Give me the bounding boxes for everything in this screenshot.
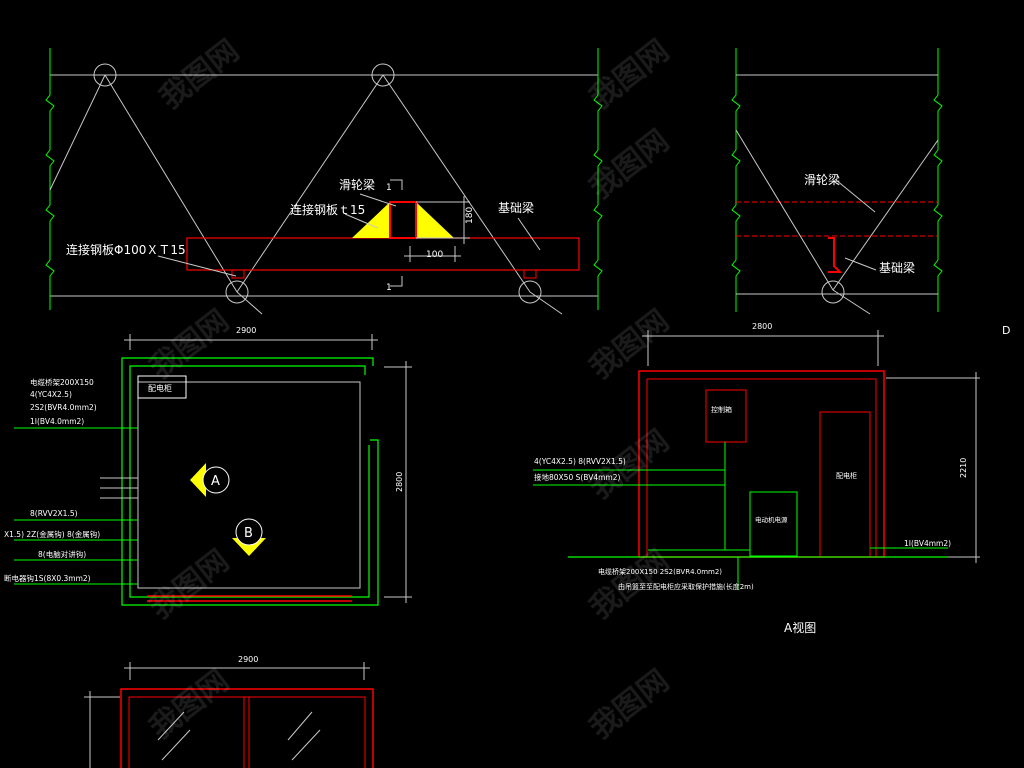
left-break-line (45, 48, 55, 310)
plan-width-dim: 2900 (236, 326, 256, 335)
plan-label-bvr: 2S2(BVR4.0mm2) (30, 403, 97, 412)
panel-label: 配电柜 (148, 383, 172, 393)
elev-label-3: 1I(BV4mm2) (904, 539, 951, 548)
top-detail-labels: 滑轮梁 连接钢板ｔ15 基础梁 连接钢板Φ100ＸＴ15 180 100 1 1 (66, 177, 534, 293)
truss-node (518, 280, 542, 304)
elevation-labels: 2800 2210 D 控制箱 电动机电源 配电柜 4(YC4X2.5) 8(R… (534, 322, 1010, 635)
truss-node (821, 280, 845, 304)
right-detail-break-right (933, 48, 943, 312)
diagonal-line (735, 129, 834, 291)
motor-box-label: 电动机电源 (755, 515, 788, 524)
plan-label-breaker: 断电器钩1S(8X0.3mm2) (4, 573, 91, 583)
gusset-plate-right (416, 202, 454, 238)
view-a-label: A (211, 474, 220, 489)
leader-line (835, 179, 876, 213)
elev-bottom-2: 由吊篮至至配电柜应采取保护措施(长度2m) (618, 582, 754, 591)
leader-line (844, 257, 877, 271)
plan-labels: 2900 2800 配电柜 A B 电缆桥架200X150 4(YC4X2.5)… (4, 326, 404, 583)
bottom-width-dim: 2900 (238, 655, 258, 664)
panel-box (137, 375, 187, 399)
glass-hatch (157, 711, 321, 761)
elev-caption: A视图 (784, 620, 816, 635)
plan-inner-wall (129, 365, 370, 598)
connection-plate (231, 269, 245, 279)
truss-node (93, 63, 117, 87)
label-pulley-beam-right: 滑轮梁 (804, 172, 840, 187)
leader-line (157, 255, 237, 277)
gusset-plate-left (352, 202, 390, 238)
top-detail (45, 48, 603, 315)
leader-line (359, 193, 397, 207)
pulley-beam-section (389, 201, 417, 239)
plan-label-leaders (14, 427, 138, 585)
label-base-beam: 基础梁 (498, 200, 534, 215)
label-plate-15: 连接钢板ｔ15 (290, 202, 365, 217)
plan-label-tray: 电缆桥架200X150 (30, 377, 94, 387)
right-detail-break-left (731, 48, 741, 312)
right-detail-labels: 滑轮梁 基础梁 (804, 172, 915, 275)
diagonal-line (832, 289, 871, 315)
motor-power-box (749, 491, 798, 557)
section-mark-top (390, 179, 403, 190)
bottom-plan (84, 662, 374, 768)
diagonal-line (832, 139, 939, 291)
plan-label-yc: 4(YC4X2.5) (30, 390, 72, 399)
label-base-beam-right: 基础梁 (879, 260, 915, 275)
label-pulley-beam: 滑轮梁 (339, 177, 375, 192)
control-box (705, 389, 747, 443)
right-break-line (593, 48, 603, 310)
plan-room (137, 381, 361, 589)
bracket-section (828, 237, 843, 273)
view-marker-b (232, 518, 266, 556)
truss-diagonals (49, 74, 563, 315)
cable-entry-lines (100, 477, 138, 499)
connection-plate (523, 269, 537, 279)
elev-bottom-1: 电缆桥架200X150 2S2(BVR4.0mm2) (598, 567, 722, 576)
elevation-a (533, 330, 980, 590)
plan-height-dim: 2800 (395, 472, 404, 492)
label-plate-phi: 连接钢板Φ100ＸＴ15 (66, 242, 186, 257)
section-mark-bottom-label: 1 (386, 283, 392, 293)
elev-height-dim: 2210 (959, 458, 968, 478)
plan-label-hooks: X1.5) 2Z(金属钩) 8(金属钩) (4, 529, 100, 539)
bottom-inner-frame (128, 696, 366, 768)
truss-node (225, 280, 249, 304)
dim-100: 100 (426, 250, 443, 260)
view-b-label: B (244, 526, 253, 541)
truss-node (371, 63, 395, 87)
plan-label-rvv: 8(RVV2X1.5) (30, 509, 78, 518)
elev-label-leaders (533, 469, 948, 549)
elev-label-1: 4(YC4X2.5) 8(RVV2X1.5) (534, 457, 626, 466)
right-detail (731, 48, 943, 315)
elev-width-dim: 2800 (752, 322, 772, 331)
dim-180: 180 (465, 207, 475, 224)
plan-view (14, 334, 412, 606)
leader-line (517, 217, 541, 251)
leader-line (344, 213, 379, 229)
plan-label-intercom: 8(电脑对讲钩) (38, 549, 86, 559)
plan-label-bv: 1I(BV4.0mm2) (30, 417, 84, 426)
elev-label-2: 接地80X50 S(BV4mm2) (534, 472, 620, 482)
view-marker-a (190, 463, 230, 497)
control-box-label: 控制箱 (711, 405, 732, 414)
section-mark-bottom (390, 276, 403, 287)
section-mark-top-label: 1 (386, 183, 392, 193)
plan-outer-wall (121, 357, 379, 606)
cabinet-label: 配电柜 (836, 471, 857, 480)
corner-mark: D (1002, 324, 1010, 337)
bottom-outer-frame (120, 688, 374, 768)
